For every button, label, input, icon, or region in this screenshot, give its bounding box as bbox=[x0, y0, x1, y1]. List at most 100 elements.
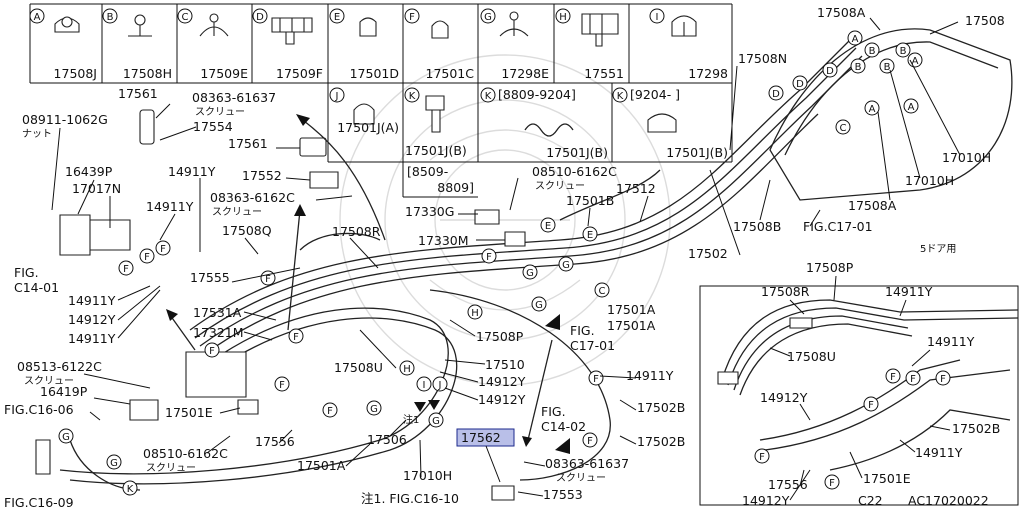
label-fig-c17-01-b1: FIG. bbox=[570, 323, 595, 338]
marker-f-2: F bbox=[588, 370, 604, 386]
arrow-line-a bbox=[299, 117, 386, 241]
bracket-17501E bbox=[237, 399, 259, 415]
svg-text:A: A bbox=[852, 34, 859, 45]
label-screw-a: スクリュー bbox=[195, 106, 245, 118]
arrow-note1 bbox=[414, 400, 440, 412]
arrow-head-b bbox=[294, 204, 306, 216]
label-17555: 17555 bbox=[190, 270, 230, 285]
svg-text:G: G bbox=[562, 260, 570, 271]
inset-marker-f-5: F bbox=[754, 448, 770, 464]
label-17010H-c: 17010H bbox=[403, 468, 452, 483]
svg-text:F: F bbox=[327, 406, 333, 417]
svg-text:J: J bbox=[335, 91, 339, 102]
highlight-17562[interactable]: 17562 bbox=[456, 428, 515, 447]
marker-a-4: A bbox=[903, 98, 919, 114]
label-fig-c17-01: FIG.C17-01 bbox=[803, 219, 873, 234]
legend-cell-d: D 17509F bbox=[252, 8, 323, 81]
label-17508A-b: 17508A bbox=[848, 198, 897, 213]
label-17531A: 17531A bbox=[193, 305, 242, 320]
svg-text:A: A bbox=[34, 12, 41, 23]
svg-text:C: C bbox=[840, 123, 847, 134]
svg-text:G: G bbox=[535, 300, 543, 311]
label-14911Y-b: 14911Y bbox=[146, 199, 194, 214]
svg-text:K: K bbox=[617, 91, 624, 102]
svg-text:B: B bbox=[869, 46, 876, 57]
marker-k-1: K bbox=[122, 480, 138, 496]
legend-part-17501JB-c: 17501J(B) bbox=[666, 145, 728, 160]
svg-text:A: A bbox=[912, 56, 919, 67]
marker-d-2: D bbox=[792, 75, 808, 91]
canister-16439P bbox=[59, 214, 131, 256]
svg-text:H: H bbox=[559, 12, 567, 23]
legend-part-17509F: 17509F bbox=[276, 66, 323, 81]
marker-e-2: E bbox=[582, 226, 598, 242]
label-17561-b: 17561 bbox=[228, 136, 268, 151]
label-17508Q: 17508Q bbox=[222, 223, 272, 238]
marker-g-7: G bbox=[106, 454, 122, 470]
inset-label-17502B: 17502B bbox=[952, 421, 1000, 436]
label-17501A-b: 17501A bbox=[607, 318, 656, 333]
marker-c-2: C bbox=[594, 282, 610, 298]
legend-part-17501JA: 17501J(A) bbox=[337, 120, 399, 135]
legend-cell-k3: K [9204- ] 17501J(B) bbox=[612, 87, 728, 160]
legend-part-17501C: 17501C bbox=[426, 66, 475, 81]
label-17556: 17556 bbox=[255, 434, 295, 449]
svg-text:G: G bbox=[370, 404, 378, 415]
marker-b-1: B bbox=[864, 42, 880, 58]
label-14911Y-c: 14911Y bbox=[68, 293, 116, 308]
svg-text:B: B bbox=[884, 62, 891, 73]
label-screw-d: スクリュー bbox=[24, 375, 74, 387]
label-17562[interactable]: 17562 bbox=[461, 430, 501, 445]
label-08363-6162C-b: 08363-6162C bbox=[210, 190, 295, 205]
svg-text:H: H bbox=[471, 308, 479, 319]
label-fig-c14-01-b: C14-01 bbox=[14, 280, 59, 295]
label-17501B: 17501B bbox=[566, 193, 614, 208]
bracket-17561 bbox=[139, 109, 155, 145]
inset-label-17508R: 17508R bbox=[761, 284, 810, 299]
pipe-letter-markers: A B B B B A D D D A A C E E F G G C G H … bbox=[58, 30, 923, 496]
svg-text:E: E bbox=[545, 221, 551, 232]
svg-text:J: J bbox=[438, 380, 442, 391]
label-screw-f: スクリュー bbox=[556, 472, 606, 484]
label-17501A-a: 17501A bbox=[607, 302, 656, 317]
label-08513-6122C: 08513-6122C bbox=[17, 359, 102, 374]
svg-text:F: F bbox=[868, 400, 874, 411]
label-17508U: 17508U bbox=[334, 360, 383, 375]
svg-text:G: G bbox=[432, 416, 440, 427]
label-17321M: 17321M bbox=[193, 325, 244, 340]
marker-d-1: D bbox=[822, 62, 838, 78]
svg-text:E: E bbox=[334, 12, 340, 23]
label-14911Y-d: 14911Y bbox=[68, 331, 116, 346]
legend-cell-f: F 17501C bbox=[404, 8, 475, 81]
clip-17561 bbox=[299, 137, 327, 157]
label-17506: 17506 bbox=[367, 432, 407, 447]
svg-text:E: E bbox=[587, 230, 593, 241]
label-17510: 17510 bbox=[485, 357, 525, 372]
legend-range-start: [8509- bbox=[407, 164, 448, 179]
svg-text:F: F bbox=[759, 452, 765, 463]
svg-text:F: F bbox=[265, 274, 271, 285]
svg-text:B: B bbox=[107, 12, 114, 23]
svg-text:G: G bbox=[484, 12, 492, 23]
marker-f-9: F bbox=[204, 342, 220, 358]
marker-i-1: I bbox=[416, 376, 432, 392]
legend-date-8809-9204: [8809-9204] bbox=[498, 87, 576, 102]
inset-label-14911Y-b: 14911Y bbox=[927, 334, 975, 349]
svg-text:F: F bbox=[144, 252, 150, 263]
legend-part-17509E: 17509E bbox=[200, 66, 248, 81]
legend-cell-g: G 17298E bbox=[480, 8, 549, 81]
bracket-17553 bbox=[491, 485, 515, 501]
pipe-bundle bbox=[59, 28, 1013, 491]
label-fig-c14-02-a: FIG. bbox=[541, 404, 566, 419]
svg-text:F: F bbox=[587, 436, 593, 447]
marker-d-3: D bbox=[768, 85, 784, 101]
marker-b-2: B bbox=[895, 42, 911, 58]
marker-f-11: F bbox=[322, 402, 338, 418]
arrow-fig-c14 bbox=[555, 438, 570, 454]
label-17561-a: 17561 bbox=[118, 86, 158, 101]
legend-cell-i: I 17298 bbox=[649, 8, 728, 81]
label-17502B-a: 17502B bbox=[637, 400, 685, 415]
arrow-head-a bbox=[296, 114, 310, 126]
legend-cell-h: H 17551 bbox=[555, 8, 624, 81]
